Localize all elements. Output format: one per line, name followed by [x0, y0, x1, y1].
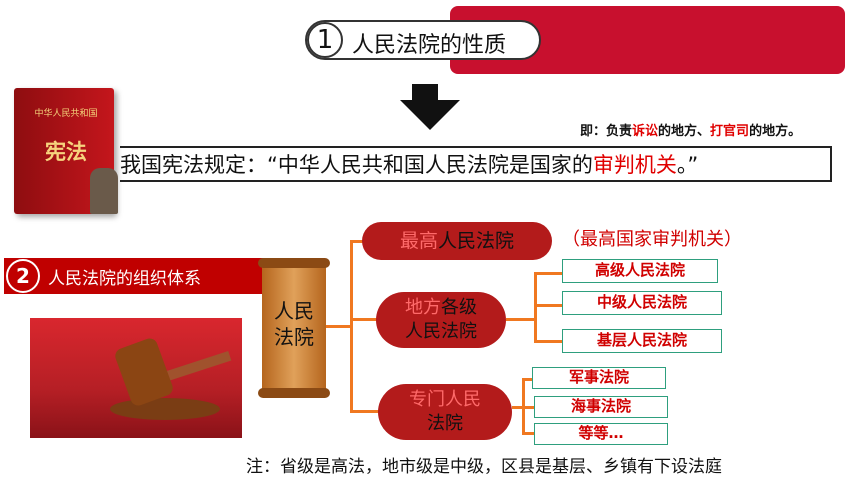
special-courts-node: 专门人民法院: [378, 384, 512, 440]
basic-court-box: 基层人民法院: [562, 329, 722, 353]
section1-pill: [305, 20, 541, 60]
high-court-box: 高级人民法院: [562, 259, 718, 283]
court-definition-note: 即：负责诉讼的地方、打官司的地方。: [580, 124, 802, 139]
scroll-cap-top: [258, 258, 330, 268]
connector: [350, 240, 364, 243]
connector: [522, 432, 534, 435]
supreme-court-node: 最高人民法院: [362, 222, 552, 260]
connector: [512, 406, 524, 409]
local-courts-node: 地方各级人民法院: [376, 292, 506, 348]
connector: [534, 272, 562, 275]
footer-note: 注：省级是高法，地市级是中级，区县是基层、乡镇有下设法庭: [246, 457, 722, 477]
connector: [522, 378, 534, 381]
etc-box: 等等…: [534, 423, 668, 445]
book-figure: [90, 168, 118, 214]
constitution-quote: 我国宪法规定：“中华人民共和国人民法院是国家的审判机关。”: [120, 153, 699, 177]
section2-title: 人民法院的组织体系: [48, 269, 201, 289]
maritime-court-box: 海事法院: [534, 396, 668, 418]
book-subtitle: 中华人民共和国: [34, 109, 98, 119]
connector: [522, 406, 534, 409]
connector: [534, 340, 562, 343]
connector: [534, 272, 537, 342]
scroll-cap-bottom: [258, 388, 330, 398]
military-court-box: 军事法院: [532, 367, 666, 389]
intermediate-court-box: 中级人民法院: [562, 291, 722, 315]
book-title: 宪法: [45, 140, 87, 164]
down-arrow-icon: [412, 84, 438, 102]
supreme-court-note: （最高国家审判机关）: [562, 229, 742, 250]
connector: [350, 410, 380, 413]
connector: [326, 325, 352, 328]
down-arrow-head: [400, 100, 460, 130]
connector: [506, 318, 536, 321]
section1-number: 1: [307, 22, 343, 58]
section2-number: 2: [6, 259, 40, 293]
scroll-label: 人民法院: [274, 299, 314, 349]
connector: [350, 240, 353, 412]
section1-title: 人民法院的性质: [352, 33, 507, 58]
section2-banner: [4, 258, 266, 294]
gavel-block: [110, 398, 220, 420]
quote-frame: [120, 146, 832, 182]
connector: [350, 318, 378, 321]
connector: [534, 304, 562, 307]
scroll-root: [262, 262, 326, 394]
